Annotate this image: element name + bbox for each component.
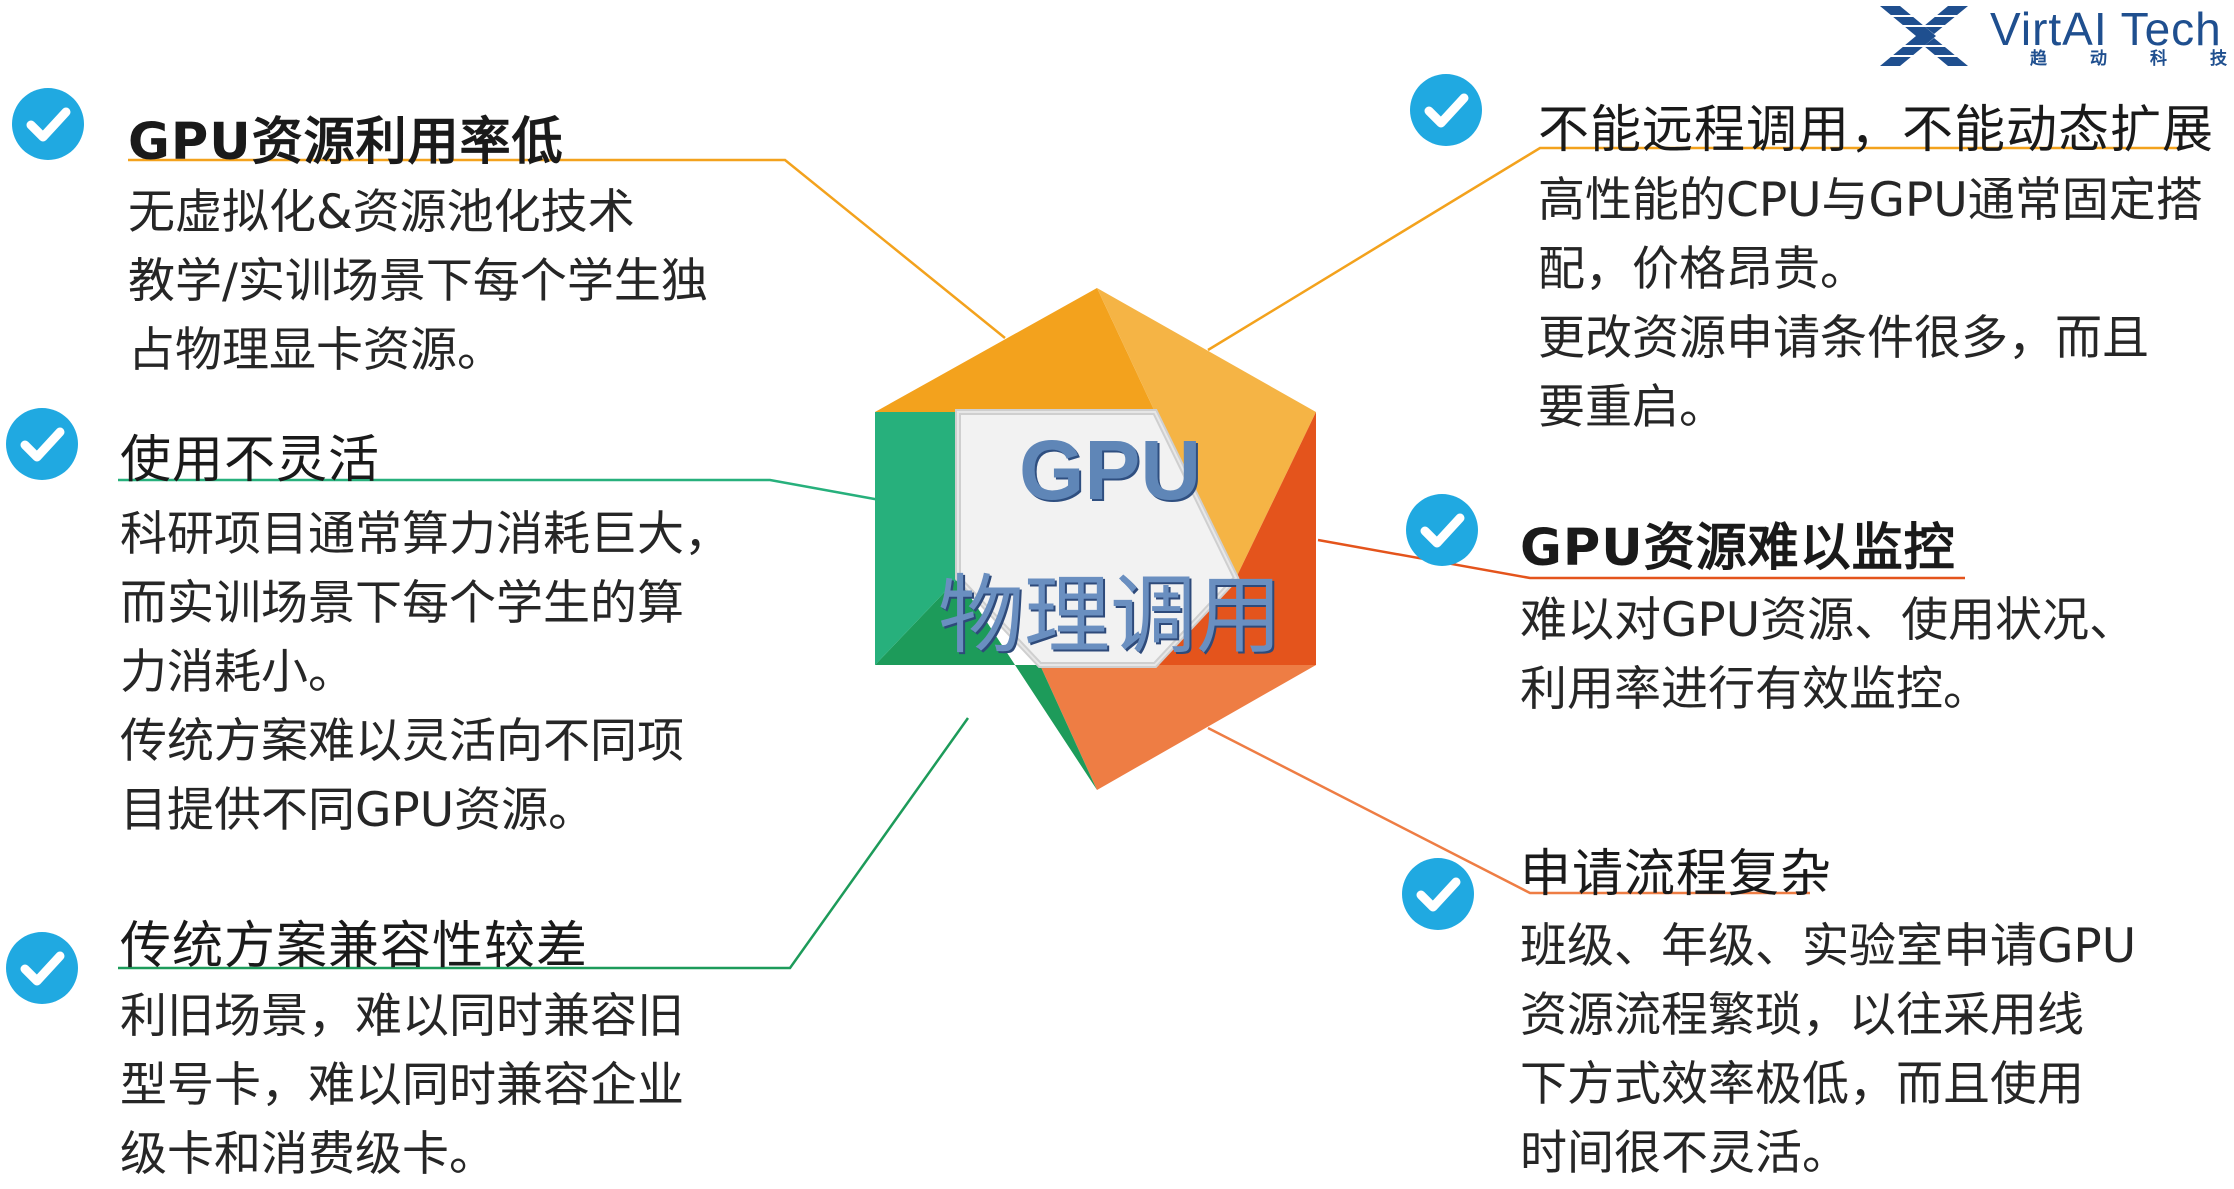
issue-block-application-process: 申请流程复杂 班级、年级、实验室申请GPU 资源流程繁琐，以往采用线 下方式效率… xyxy=(1520,832,2136,1188)
issue-line: 下方式效率极低，而且使用 xyxy=(1520,1057,2084,1112)
center-title-gpu: GPU xyxy=(1018,423,1202,517)
check-icon xyxy=(1402,858,1474,930)
logo-name: VirtAI Tech xyxy=(1990,3,2222,55)
issue-line: 力消耗小。 xyxy=(120,645,355,700)
issue-line: 科研项目通常算力消耗巨大， xyxy=(120,507,731,562)
check-icon xyxy=(12,88,84,160)
issue-line: 而实训场景下每个学生的算 xyxy=(120,576,684,631)
issue-line: 资源流程繁琐，以往采用线 xyxy=(1520,988,2084,1043)
issue-line: 利用率进行有效监控。 xyxy=(1520,662,1990,717)
hex-segment-bottom-left xyxy=(875,578,1097,790)
connector-left-1 xyxy=(128,158,1006,339)
issue-title: 传统方案兼容性较差 xyxy=(120,917,589,976)
issue-title: GPU资源难以监控 xyxy=(1520,519,1956,578)
issue-block-monitoring: GPU资源难以监控 难以对GPU资源、使用状况、 利用率进行有效监控。 xyxy=(1520,506,2136,724)
hex-segment-bottom-right xyxy=(1040,665,1316,790)
issue-line: 时间很不灵活。 xyxy=(1520,1126,1849,1181)
issue-line: 高性能的CPU与GPU通常固定搭 xyxy=(1538,173,2203,228)
check-icon xyxy=(6,408,78,480)
issue-line: 传统方案难以灵活向不同项 xyxy=(120,714,684,769)
connector-left-3 xyxy=(118,717,970,970)
hex-segment-right xyxy=(1155,412,1316,665)
issue-block-remote-call: 不能远程调用，不能动态扩展 高性能的CPU与GPU通常固定搭 配，价格昂贵。 更… xyxy=(1538,88,2214,442)
issue-block-compatibility: 传统方案兼容性较差 利旧场景，难以同时兼容旧 型号卡，难以同时兼容企业 级卡和消… xyxy=(120,904,684,1189)
issue-line: 无虚拟化&资源池化技术 xyxy=(128,185,635,240)
check-icon xyxy=(1410,74,1482,146)
virtai-logo-icon xyxy=(1876,6,1976,66)
check-icon xyxy=(6,932,78,1004)
issue-line: 难以对GPU资源、使用状况、 xyxy=(1520,593,2137,648)
issue-line: 教学/实训场景下每个学生独 xyxy=(128,254,708,309)
issue-title: GPU资源利用率低 xyxy=(128,113,564,172)
hex-center-outline xyxy=(957,411,1238,666)
issue-block-inflexible: 使用不灵活 科研项目通常算力消耗巨大， 而实训场景下每个学生的算 力消耗小。 传… xyxy=(120,418,731,845)
connector-right-2 xyxy=(1317,538,1965,580)
connector-right-1 xyxy=(1207,146,2184,352)
center-title-physical-call: 物理调用 xyxy=(938,566,1282,666)
issue-title: 使用不灵活 xyxy=(120,431,381,490)
hex-segment-top xyxy=(875,288,1155,412)
issue-line: 目提供不同GPU资源。 xyxy=(120,783,596,838)
connector-left-2 xyxy=(118,478,881,502)
issue-line: 占物理显卡资源。 xyxy=(128,323,504,378)
check-icon xyxy=(1406,494,1478,566)
issue-line: 配，价格昂贵。 xyxy=(1538,242,1867,297)
issue-line: 级卡和消费级卡。 xyxy=(120,1127,496,1182)
issue-title: 不能远程调用，不能动态扩展 xyxy=(1538,101,2215,160)
issue-line: 要重启。 xyxy=(1538,380,1726,435)
logo-subtitle: 趋动科技 xyxy=(2030,49,2227,69)
issue-title: 申请流程复杂 xyxy=(1520,845,1833,904)
hex-segment-top-right xyxy=(1097,288,1316,578)
connector-right-3 xyxy=(1207,726,1810,895)
issue-line: 型号卡，难以同时兼容企业 xyxy=(120,1058,684,1113)
issue-block-low-utilization: GPU资源利用率低 无虚拟化&资源池化技术 教学/实训场景下每个学生独 占物理显… xyxy=(128,100,708,385)
issue-line: 班级、年级、实验室申请GPU xyxy=(1520,919,2137,974)
issue-line: 利旧场景，难以同时兼容旧 xyxy=(120,989,684,1044)
issue-line: 更改资源申请条件很多，而且 xyxy=(1538,311,2149,366)
